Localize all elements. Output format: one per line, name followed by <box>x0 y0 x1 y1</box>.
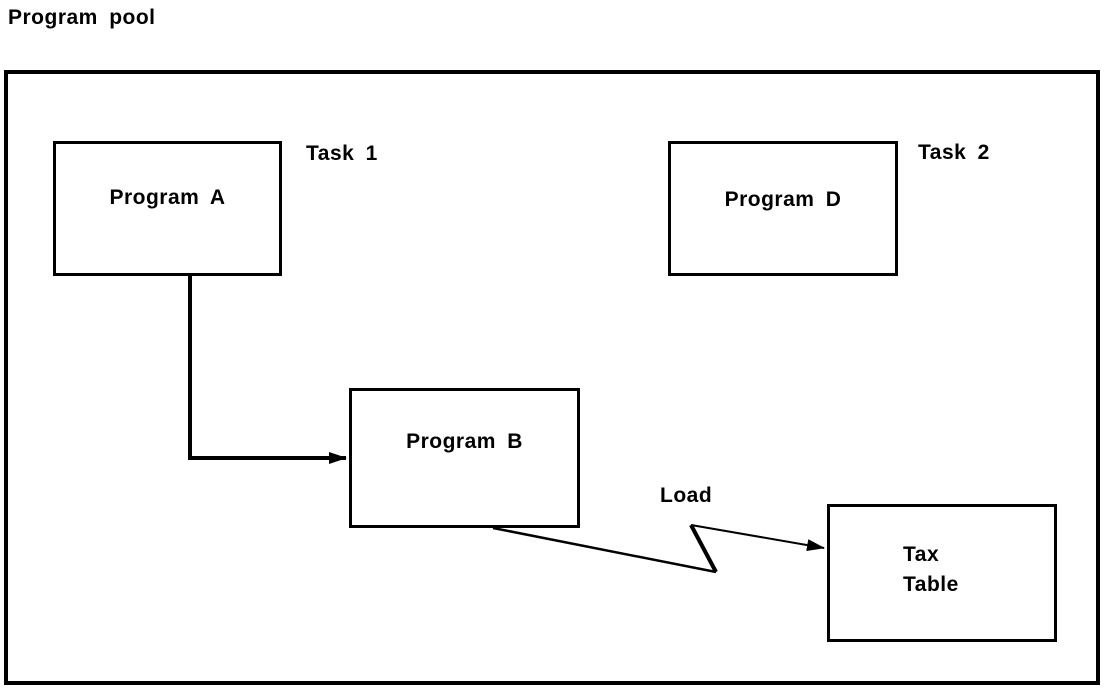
node-program-b: Program B <box>349 388 580 528</box>
load-edge-label: Load <box>660 484 713 507</box>
task2-label: Task 2 <box>918 141 990 164</box>
node-program-d: Program D <box>668 141 898 276</box>
node-tax-table-label-line2: Table <box>903 573 959 596</box>
node-program-a: Program A <box>53 141 282 276</box>
node-program-b-label: Program B <box>406 430 523 453</box>
node-tax-table: Tax Table <box>827 504 1057 642</box>
node-program-d-label: Program D <box>724 188 842 211</box>
node-tax-table-label-line1: Tax <box>903 543 940 566</box>
page-title: Program pool <box>8 6 156 29</box>
task1-label: Task 1 <box>306 142 378 165</box>
node-program-a-label: Program A <box>109 186 226 209</box>
